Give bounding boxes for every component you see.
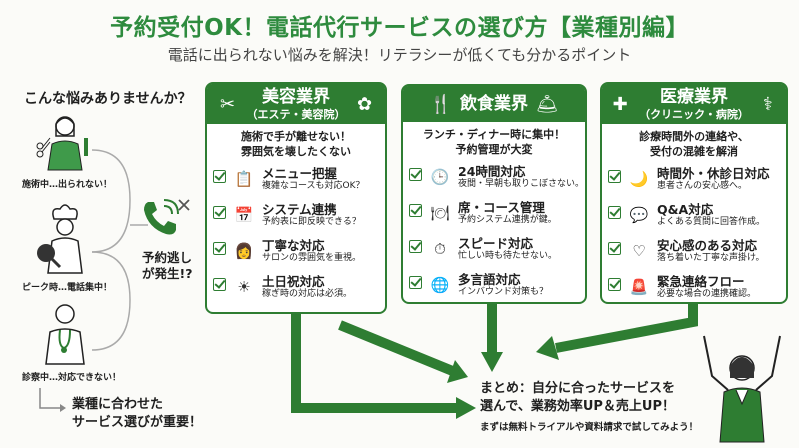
item-title: 丁寧な対応: [262, 237, 325, 253]
checkbox-icon: [213, 277, 226, 291]
item-desc: 夜間・早朝も取りこぼさない。: [458, 179, 585, 190]
stethoscope-icon: ⚕: [763, 93, 773, 115]
item-desc: インバウンド対策も？: [458, 287, 549, 298]
medical-cross-icon: ✚: [612, 93, 628, 115]
item-title: メニュー把握: [262, 165, 338, 181]
receptionist-icon: 👩: [234, 241, 254, 260]
fork-knife-icon: 🍴: [429, 93, 453, 115]
checkbox-icon: [213, 205, 226, 219]
menu-table-icon: 🍽: [430, 203, 450, 222]
item-desc: 忙しい時も待たせない。: [458, 251, 558, 262]
checkbox-icon: [409, 203, 422, 217]
beauty-intro: 施術で手が離せない！ 雰囲気を壊したくない: [241, 130, 351, 158]
beauty-title: 美容業界: [262, 87, 330, 108]
clipboard-icon: 📋: [234, 169, 254, 188]
item-desc: 必要な場合の連携確認。: [657, 289, 757, 300]
food-panel: 🍴 飲食業界 🛎 ランチ・ディナー時に集中！ 予約管理が大変 🕒 24時間対応夜…: [401, 84, 587, 304]
page-title: 予約受付OK！電話代行サービスの選び方【業種別編】: [110, 15, 689, 41]
food-header: 🍴 飲食業界 🛎: [403, 86, 585, 122]
chef-illustration: [34, 203, 96, 274]
beauty-header: ✂ 美容業界 （エステ・美容院） ✿: [207, 84, 385, 124]
item-desc: よくある質問に回答作成。: [657, 217, 766, 228]
list-item: 📋 メニュー把握複雑なコースも対応OK？: [213, 166, 385, 202]
checkbox-icon: [213, 241, 226, 255]
medical-title: 医療業界: [660, 87, 728, 108]
page-subtitle: 電話に出られない悩みを解決！リテラシーが低くても分かるポイント: [167, 46, 632, 64]
list-item: 🌙 時間外・休診日対応患者さんの安心感へ。: [608, 166, 786, 202]
medical-panel: ✚ 医療業界 （クリニック・病院） ⚕ 診療時間外の連絡や、 受付の混雑を解消 …: [600, 82, 788, 304]
item-desc: サロンの雰囲気を重視。: [262, 253, 362, 264]
checkbox-icon: [213, 169, 226, 183]
phone-ringing-icon: [140, 198, 180, 238]
checkbox-icon: [409, 239, 422, 253]
item-title: Q&A対応: [657, 201, 714, 217]
item-desc: 予約システム連携が鍵。: [458, 215, 557, 226]
item-title: スピード対応: [458, 235, 534, 251]
item-title: 多言語対応: [458, 271, 521, 287]
summary-line-1: まとめ：自分に合ったサービスを: [480, 381, 676, 396]
list-item: ⏱ スピード対応忙しい時も待たせない。: [409, 236, 585, 272]
missed-x-icon: [178, 196, 190, 211]
stopwatch-icon: ⏱: [434, 239, 446, 258]
list-item: 🕒 24時間対応夜間・早朝も取りこぼさない。: [409, 164, 585, 200]
flower-icon: ✿: [356, 93, 373, 115]
doctor-illustration: [34, 300, 96, 365]
medical-subtitle: （クリニック・病院）: [639, 107, 749, 121]
summary-box: まとめ：自分に合ったサービスを 選んで、業務効率UP＆売上UP！ まずは無料トラ…: [480, 380, 730, 433]
item-desc: 予約表に即反映できる？: [262, 217, 361, 228]
item-title: 席・コース管理: [458, 199, 545, 215]
list-item: 🍽 席・コース管理予約システム連携が鍵。: [409, 200, 585, 236]
globe-icon: 🌐: [430, 275, 450, 294]
food-title: 飲食業界: [460, 93, 528, 114]
celebrating-woman-illustration: [690, 332, 794, 444]
doctor-label: 診察中…対応できない！: [22, 373, 122, 383]
summary-line-2: 選んで、業務効率UP＆売上UP！: [480, 399, 675, 415]
item-desc: 患者さんの安心感へ。: [657, 181, 748, 192]
chef-label: ピーク時…電話集中！: [22, 283, 113, 293]
item-title: 24時間対応: [458, 163, 526, 179]
checkbox-icon: [409, 167, 422, 181]
alarm-light-icon: 🚨: [629, 277, 649, 296]
item-title: システム連携: [262, 201, 337, 217]
list-item: ♡ 安心感のある対応落ち着いた丁寧な声掛け。: [608, 238, 786, 274]
item-title: 安心感のある対応: [657, 237, 758, 253]
food-intro: ランチ・ディナー時に集中！ 予約管理が大変: [422, 128, 566, 156]
calendar-icon: 📅: [234, 205, 254, 224]
list-item: 🚨 緊急連絡フロー必要な場合の連携確認。: [608, 274, 786, 310]
clock-24h-icon: 🕒: [430, 167, 450, 186]
conclusion-text: 業種に合わせた サービス選びが重要！: [72, 397, 203, 431]
item-desc: 複雑なコースも対応OK？: [262, 181, 365, 192]
missed-call-text: 予約逃し が発生!?: [142, 250, 193, 282]
beautician-illustration: [34, 112, 96, 171]
qa-icon: 💬: [629, 205, 649, 224]
beautician-label: 施術中…出られない！: [22, 180, 113, 190]
checkbox-icon: [409, 275, 422, 289]
medical-intro: 診療時間外の連絡や、 受付の混雑を解消: [639, 130, 749, 158]
item-title: 時間外・休診日対応: [657, 165, 770, 181]
checkbox-icon: [608, 169, 621, 183]
night-calendar-icon: 🌙: [629, 169, 649, 188]
item-desc: 落ち着いた丁寧な声掛け。: [657, 253, 765, 264]
calendar-sun-icon: ☀: [237, 277, 251, 296]
checkbox-icon: [608, 241, 621, 255]
list-item: 🌐 多言語対応インバウンド対策も？: [409, 272, 585, 308]
heart-hands-icon: ♡: [632, 241, 646, 260]
list-item: 📅 システム連携予約表に即反映できる？: [213, 202, 385, 238]
question-heading: こんな悩みありませんか？: [24, 91, 192, 107]
summary-note: まずは無料トライアルや資料請求で試してみよう！: [480, 422, 699, 434]
list-item: 👩 丁寧な対応サロンの雰囲気を重視。: [213, 238, 385, 274]
list-item: ☀ 土日祝対応稼ぎ時の対応は必須。: [213, 274, 385, 310]
checkbox-icon: [608, 205, 621, 219]
beauty-subtitle: （エステ・美容院）: [246, 107, 346, 121]
item-title: 緊急連絡フロー: [657, 273, 745, 289]
item-desc: 稼ぎ時の対応は必須。: [262, 289, 353, 300]
scissors-icon: ✂: [219, 93, 236, 115]
checkbox-icon: [608, 277, 621, 291]
item-title: 土日祝対応: [262, 273, 325, 289]
beauty-panel: ✂ 美容業界 （エステ・美容院） ✿ 施術で手が離せない！ 雰囲気を壊したくない…: [205, 82, 387, 314]
list-item: 💬 Q&A対応よくある質問に回答作成。: [608, 202, 786, 238]
cloche-icon: 🛎: [535, 93, 559, 115]
medical-header: ✚ 医療業界 （クリニック・病院） ⚕: [602, 84, 786, 124]
